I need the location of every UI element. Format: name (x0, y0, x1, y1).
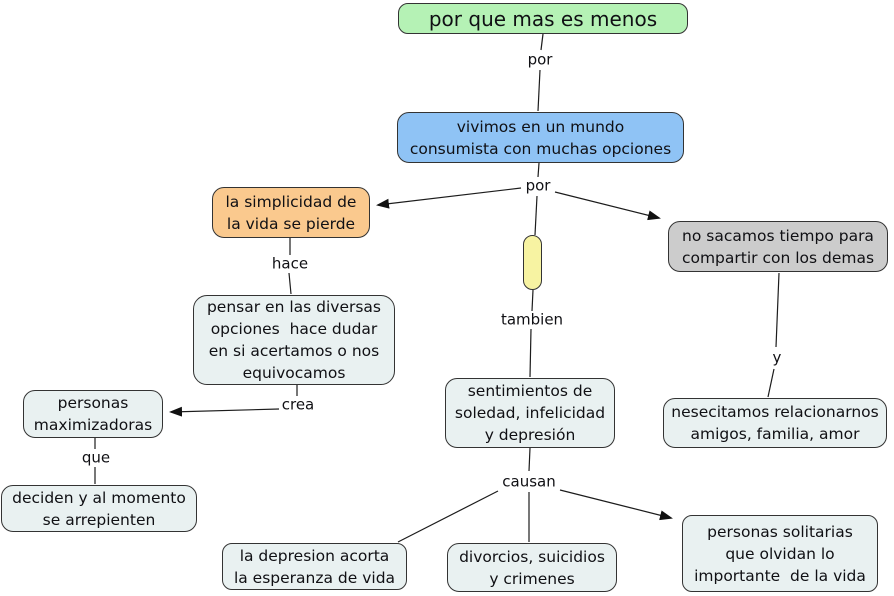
edge-crea-maximizadoras (169, 406, 280, 417)
node-sentimientos-soledad[interactable]: sentimientos de soledad, infelicidad y d… (445, 378, 615, 448)
node-label: personas maximizadoras (33, 394, 153, 434)
edge-pormid-notiempo (554, 191, 661, 221)
node-label: pensar en las diversas opciones hace dud… (206, 298, 382, 382)
edge-hace-pensar (288, 272, 292, 295)
node-nesecitamos-relacionarnos[interactable]: nesecitamos relacionarnos amigos, famili… (663, 398, 887, 448)
node-label: divorcios, suicidios y crimenes (459, 547, 605, 588)
edge-tambien-sentimientos (529, 328, 532, 378)
node-yellow-pill[interactable] (523, 235, 542, 290)
edge-root-portop (540, 33, 544, 51)
link-label-por-mid[interactable]: por (523, 176, 553, 195)
link-label-por-top[interactable]: por (525, 50, 555, 69)
edge-pormid-simplicidad (376, 187, 522, 209)
edge-pill-tambien (531, 289, 534, 312)
edge-portop-mundo (537, 69, 541, 112)
node-label: la depresion acorta la esperanza de vida (233, 546, 396, 587)
node-no-sacamos-tiempo[interactable]: no sacamos tiempo para compartir con los… (668, 221, 888, 272)
node-por-que-mas-es-menos[interactable]: por que mas es menos (398, 3, 688, 34)
node-label: por que mas es menos (428, 6, 658, 31)
node-personas-maximizadoras[interactable]: personas maximizadoras (23, 390, 163, 438)
edge-pormid-pill (534, 195, 538, 236)
edge-sentimientos-causan (528, 447, 531, 472)
link-label-hace[interactable]: hace (269, 254, 311, 273)
node-pensar-diversas-opciones[interactable]: pensar en las diversas opciones hace dud… (193, 295, 395, 385)
link-label-causan[interactable]: causan (500, 472, 558, 491)
node-label: personas solitarias que olvidan lo impor… (694, 522, 866, 585)
node-deciden-se-arrepienten[interactable]: deciden y al momento se arrepienten (1, 485, 197, 532)
node-personas-solitarias[interactable]: personas solitarias que olvidan lo impor… (682, 515, 878, 592)
node-label: deciden y al momento se arrepienten (12, 488, 186, 529)
node-label: sentimientos de soledad, infelicidad y d… (454, 382, 606, 444)
edge-y-nesecitamos (767, 368, 775, 398)
node-simplicidad-se-pierde[interactable]: la simplicidad de la vida se pierde (212, 187, 370, 238)
link-label-tambien[interactable]: tambien (498, 310, 566, 329)
node-divorcios-suicidios[interactable]: divorcios, suicidios y crimenes (447, 543, 617, 592)
link-label-que[interactable]: que (79, 448, 113, 467)
node-depresion-acorta-vida[interactable]: la depresion acorta la esperanza de vida (222, 543, 407, 590)
node-mundo-consumista[interactable]: vivimos en un mundo consumista con mucha… (397, 112, 684, 163)
edge-notiempo-y (775, 272, 780, 348)
link-label-crea[interactable]: crea (279, 395, 317, 414)
node-label: nesecitamos relacionarnos amigos, famili… (671, 403, 879, 443)
edge-causan-depresion (397, 490, 499, 543)
link-label-y[interactable]: y (770, 348, 784, 367)
node-label: vivimos en un mundo consumista con mucha… (409, 117, 672, 158)
edge-causan-solitarias (559, 489, 673, 521)
edge-mundo-pormid (537, 162, 540, 178)
node-label: no sacamos tiempo para compartir con los… (681, 226, 875, 267)
node-label: la simplicidad de la vida se pierde (225, 192, 357, 233)
